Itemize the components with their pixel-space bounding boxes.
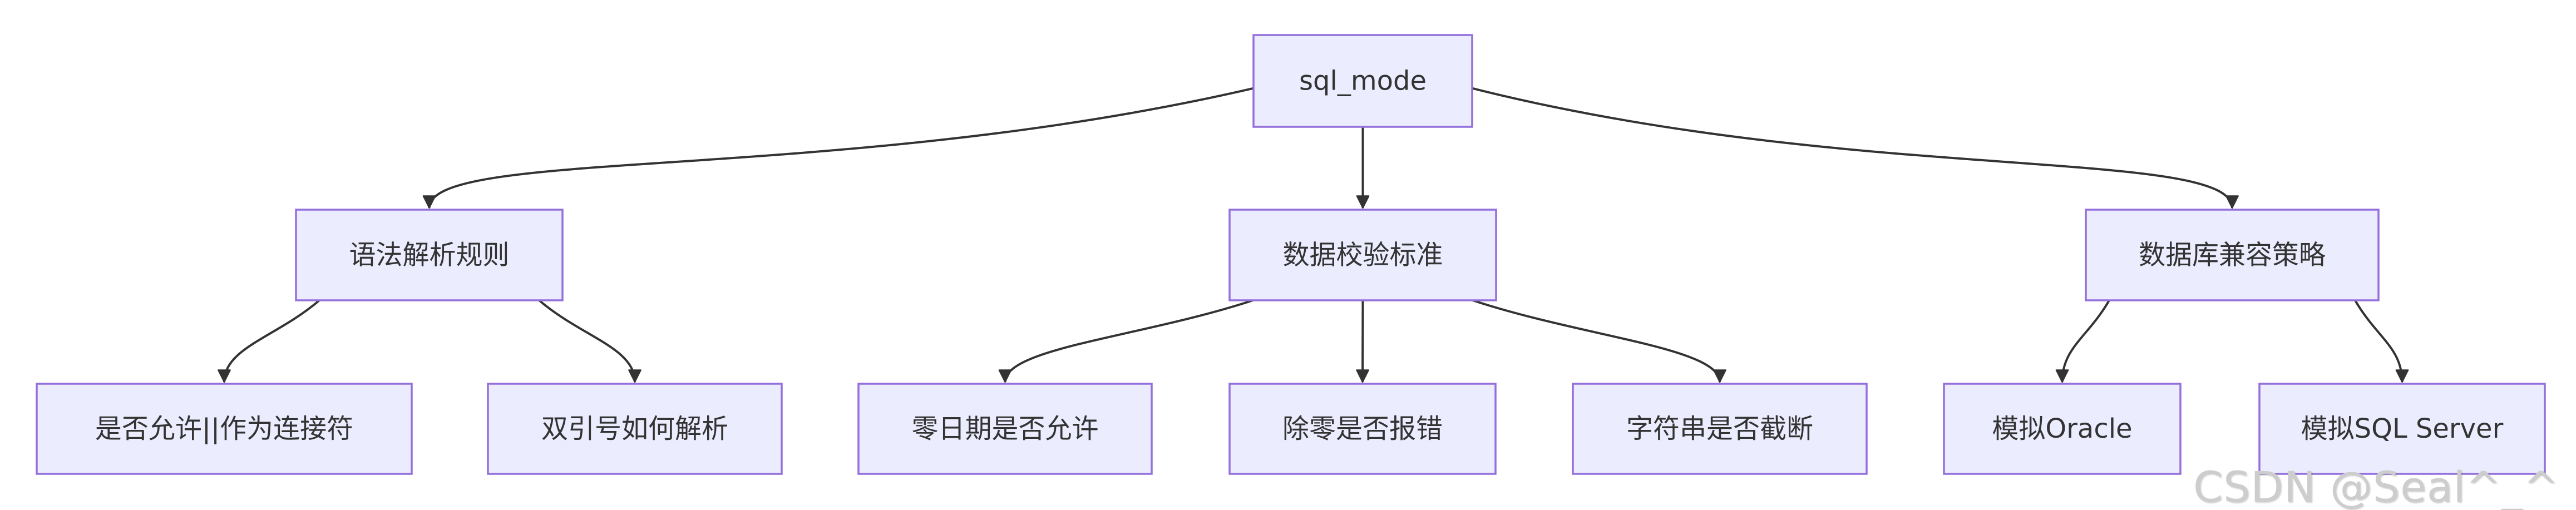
node-zerodate: 零日期是否允许 xyxy=(857,383,1153,475)
node-sqlserver: 模拟SQL Server xyxy=(2258,383,2546,475)
node-oracle: 模拟Oracle xyxy=(1943,383,2182,475)
node-box-sqlserver xyxy=(2258,383,2546,475)
node-label-sqlserver: 模拟SQL Server xyxy=(2301,413,2504,444)
node-sql_mode: sql_mode xyxy=(1252,34,1473,128)
edge-validate-zerodate xyxy=(998,299,1254,383)
node-syntax: 语法解析规则 xyxy=(295,209,564,301)
node-box-pipes xyxy=(36,383,413,475)
node-label-zerodate: 零日期是否允许 xyxy=(911,413,1098,444)
edge-validate-truncate xyxy=(1472,299,1726,383)
node-label-validate: 数据校验标准 xyxy=(1282,240,1443,271)
node-box-compat xyxy=(2085,209,2380,301)
node-label-compat: 数据库兼容策略 xyxy=(2139,240,2326,271)
node-label-oracle: 模拟Oracle xyxy=(1992,413,2132,444)
edge-compat-sqlserver xyxy=(2354,300,2409,383)
node-box-oracle xyxy=(1943,383,2182,475)
node-label-pipes: 是否允许||作为连接符 xyxy=(95,413,353,444)
node-pipes: 是否允许||作为连接符 xyxy=(36,383,413,475)
edge-sql_mode-syntax xyxy=(422,87,1254,209)
edge-syntax-dquotes xyxy=(538,299,641,383)
edge-sql_mode-compat xyxy=(1472,87,2239,209)
node-label-sql_mode: sql_mode xyxy=(1299,66,1427,97)
edge-compat-oracle xyxy=(2055,300,2110,383)
node-divzero: 除零是否报错 xyxy=(1228,383,1497,475)
node-box-divzero xyxy=(1228,383,1497,475)
node-compat: 数据库兼容策略 xyxy=(2085,209,2380,301)
node-label-divzero: 除零是否报错 xyxy=(1282,413,1443,444)
node-box-dquotes xyxy=(487,383,783,475)
node-label-syntax: 语法解析规则 xyxy=(349,240,509,271)
node-box-truncate xyxy=(1572,383,1868,475)
edge-syntax-pipes xyxy=(218,299,320,383)
node-validate: 数据校验标准 xyxy=(1228,209,1497,301)
node-box-validate xyxy=(1228,209,1497,301)
node-truncate: 字符串是否截断 xyxy=(1572,383,1868,475)
node-box-sql_mode xyxy=(1252,34,1473,128)
watermark: CSDN @Seal^_^ xyxy=(2193,462,2559,510)
node-label-dquotes: 双引号如何解析 xyxy=(541,413,728,444)
node-box-zerodate xyxy=(857,383,1153,475)
node-box-syntax xyxy=(295,209,564,301)
node-label-truncate: 字符串是否截断 xyxy=(1626,413,1813,444)
node-dquotes: 双引号如何解析 xyxy=(487,383,783,475)
